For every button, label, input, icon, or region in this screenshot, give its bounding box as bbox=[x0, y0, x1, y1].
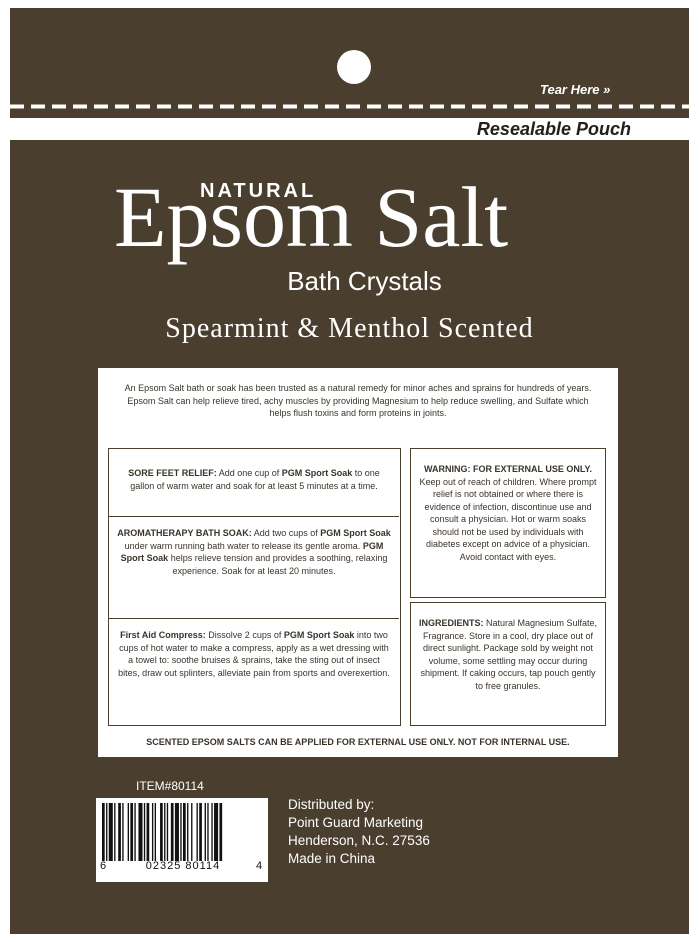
pouch-background: Tear Here » Resealable Pouch Epsom Salt … bbox=[10, 8, 689, 934]
aroma-post: helps relieve tension and provides a soo… bbox=[168, 553, 388, 576]
first-aid-pre: Dissolve 2 cups of bbox=[205, 630, 284, 640]
intro-text: An Epsom Salt bath or soak has been trus… bbox=[124, 383, 592, 418]
barcode-bar bbox=[196, 803, 198, 861]
barcode-bar bbox=[114, 803, 116, 861]
barcode-bar bbox=[151, 803, 154, 861]
bath-crystals-subtitle: Bath Crystals bbox=[287, 266, 442, 296]
distributor-name: Point Guard Marketing bbox=[288, 815, 424, 830]
barcode-bar bbox=[154, 803, 156, 861]
aroma-brand: PGM Sport Soak bbox=[320, 528, 391, 538]
scent-subtitle: Spearmint & Menthol Scented bbox=[165, 313, 534, 344]
tear-line bbox=[10, 104, 689, 109]
sore-feet-post: to one gallon of warm water and soak for… bbox=[130, 468, 380, 491]
barcode-bar bbox=[191, 803, 193, 861]
barcode-last-digit: 4 bbox=[256, 860, 263, 872]
distributor-city: Henderson, N.C. 27536 bbox=[288, 833, 430, 848]
barcode-bar bbox=[134, 803, 136, 861]
barcode-bar bbox=[106, 803, 108, 861]
barcode-bar bbox=[207, 803, 209, 861]
barcode-bar bbox=[214, 803, 219, 861]
barcode-middle-digits: 02325 80114 bbox=[145, 860, 221, 872]
barcode-bar bbox=[211, 803, 213, 861]
item-number: ITEM#80114 bbox=[136, 779, 204, 793]
warning-box: WARNING: FOR EXTERNAL USE ONLY. Keep out… bbox=[410, 448, 606, 598]
ingredients-label: INGREDIENTS: bbox=[418, 618, 484, 628]
ingredients-text: Natural Magnesium Sulfate, Fragrance. St… bbox=[420, 618, 598, 691]
sore-feet-pre: Add one cup of bbox=[216, 468, 282, 478]
warning-text: Keep out of reach of children. Where pro… bbox=[419, 476, 597, 562]
barcode-bar bbox=[130, 803, 134, 861]
resealable-band: Resealable Pouch bbox=[10, 118, 689, 140]
barcode-first-digit: 6 bbox=[100, 860, 107, 872]
first-aid-brand: PGM Sport Soak bbox=[283, 630, 355, 640]
natural-label: NATURAL bbox=[200, 180, 317, 202]
sore-feet-brand: PGM Sport Soak bbox=[281, 468, 353, 478]
barcode: 6 02325 80114 4 bbox=[96, 798, 268, 882]
first-aid-post: into two cups of hot water to make a com… bbox=[118, 630, 390, 678]
hang-hole bbox=[337, 50, 371, 84]
barcode-bar bbox=[183, 803, 186, 861]
barcode-bar bbox=[170, 803, 174, 861]
barcode-bars bbox=[102, 803, 223, 861]
barcode-bar bbox=[199, 803, 202, 861]
first-aid-label: First Aid Compress: bbox=[120, 630, 206, 640]
product-title: Epsom Salt bbox=[114, 169, 509, 265]
made-in: Made in China bbox=[288, 851, 376, 866]
barcode-bar bbox=[219, 803, 223, 861]
barcode-bar bbox=[174, 803, 179, 861]
tear-here-label: Tear Here » bbox=[540, 82, 611, 97]
usage-column: SORE FEET RELIEF: Add one cup of PGM Spo… bbox=[108, 448, 401, 726]
first-aid-box: First Aid Compress: Dissolve 2 cups of P… bbox=[109, 619, 399, 724]
barcode-bar bbox=[180, 803, 182, 861]
aromatherapy-box: AROMATHERAPY BATH SOAK: Add two cups of … bbox=[109, 517, 399, 619]
warning-label: WARNING: FOR EXTERNAL USE ONLY. bbox=[423, 464, 593, 474]
aroma-pre: Add two cups of bbox=[251, 528, 321, 538]
barcode-bar bbox=[166, 803, 169, 861]
barcode-bar bbox=[187, 803, 189, 861]
barcode-bar bbox=[160, 803, 163, 861]
barcode-bar bbox=[204, 803, 206, 861]
barcode-bar bbox=[143, 803, 146, 861]
aroma-label: AROMATHERAPY BATH SOAK: bbox=[117, 528, 252, 538]
barcode-bar bbox=[164, 803, 166, 861]
aroma-mid: under warm running bath water to release… bbox=[124, 540, 363, 551]
barcode-bar bbox=[146, 803, 150, 861]
sore-feet-box: SORE FEET RELIEF: Add one cup of PGM Spo… bbox=[109, 449, 399, 517]
aroma-brand-2: PGM Sport Soak bbox=[120, 540, 384, 564]
barcode-bar bbox=[122, 803, 124, 861]
ingredients-box: INGREDIENTS: Natural Magnesium Sulfate, … bbox=[410, 602, 606, 726]
sore-feet-label: SORE FEET RELIEF: bbox=[128, 468, 217, 478]
distributor-label: Distributed by: bbox=[288, 797, 375, 812]
resealable-label: Resealable Pouch bbox=[476, 119, 631, 139]
info-panel: An Epsom Salt bath or soak has been trus… bbox=[98, 368, 618, 757]
barcode-bar bbox=[138, 803, 143, 861]
barcode-bar bbox=[118, 803, 121, 861]
barcode-bar bbox=[127, 803, 129, 861]
barcode-bar bbox=[108, 803, 113, 861]
distributor-info: Distributed by: Point Guard Marketing He… bbox=[288, 796, 430, 868]
barcode-bar bbox=[102, 803, 105, 861]
external-use-note: SCENTED EPSOM SALTS CAN BE APPLIED FOR E… bbox=[146, 737, 570, 747]
